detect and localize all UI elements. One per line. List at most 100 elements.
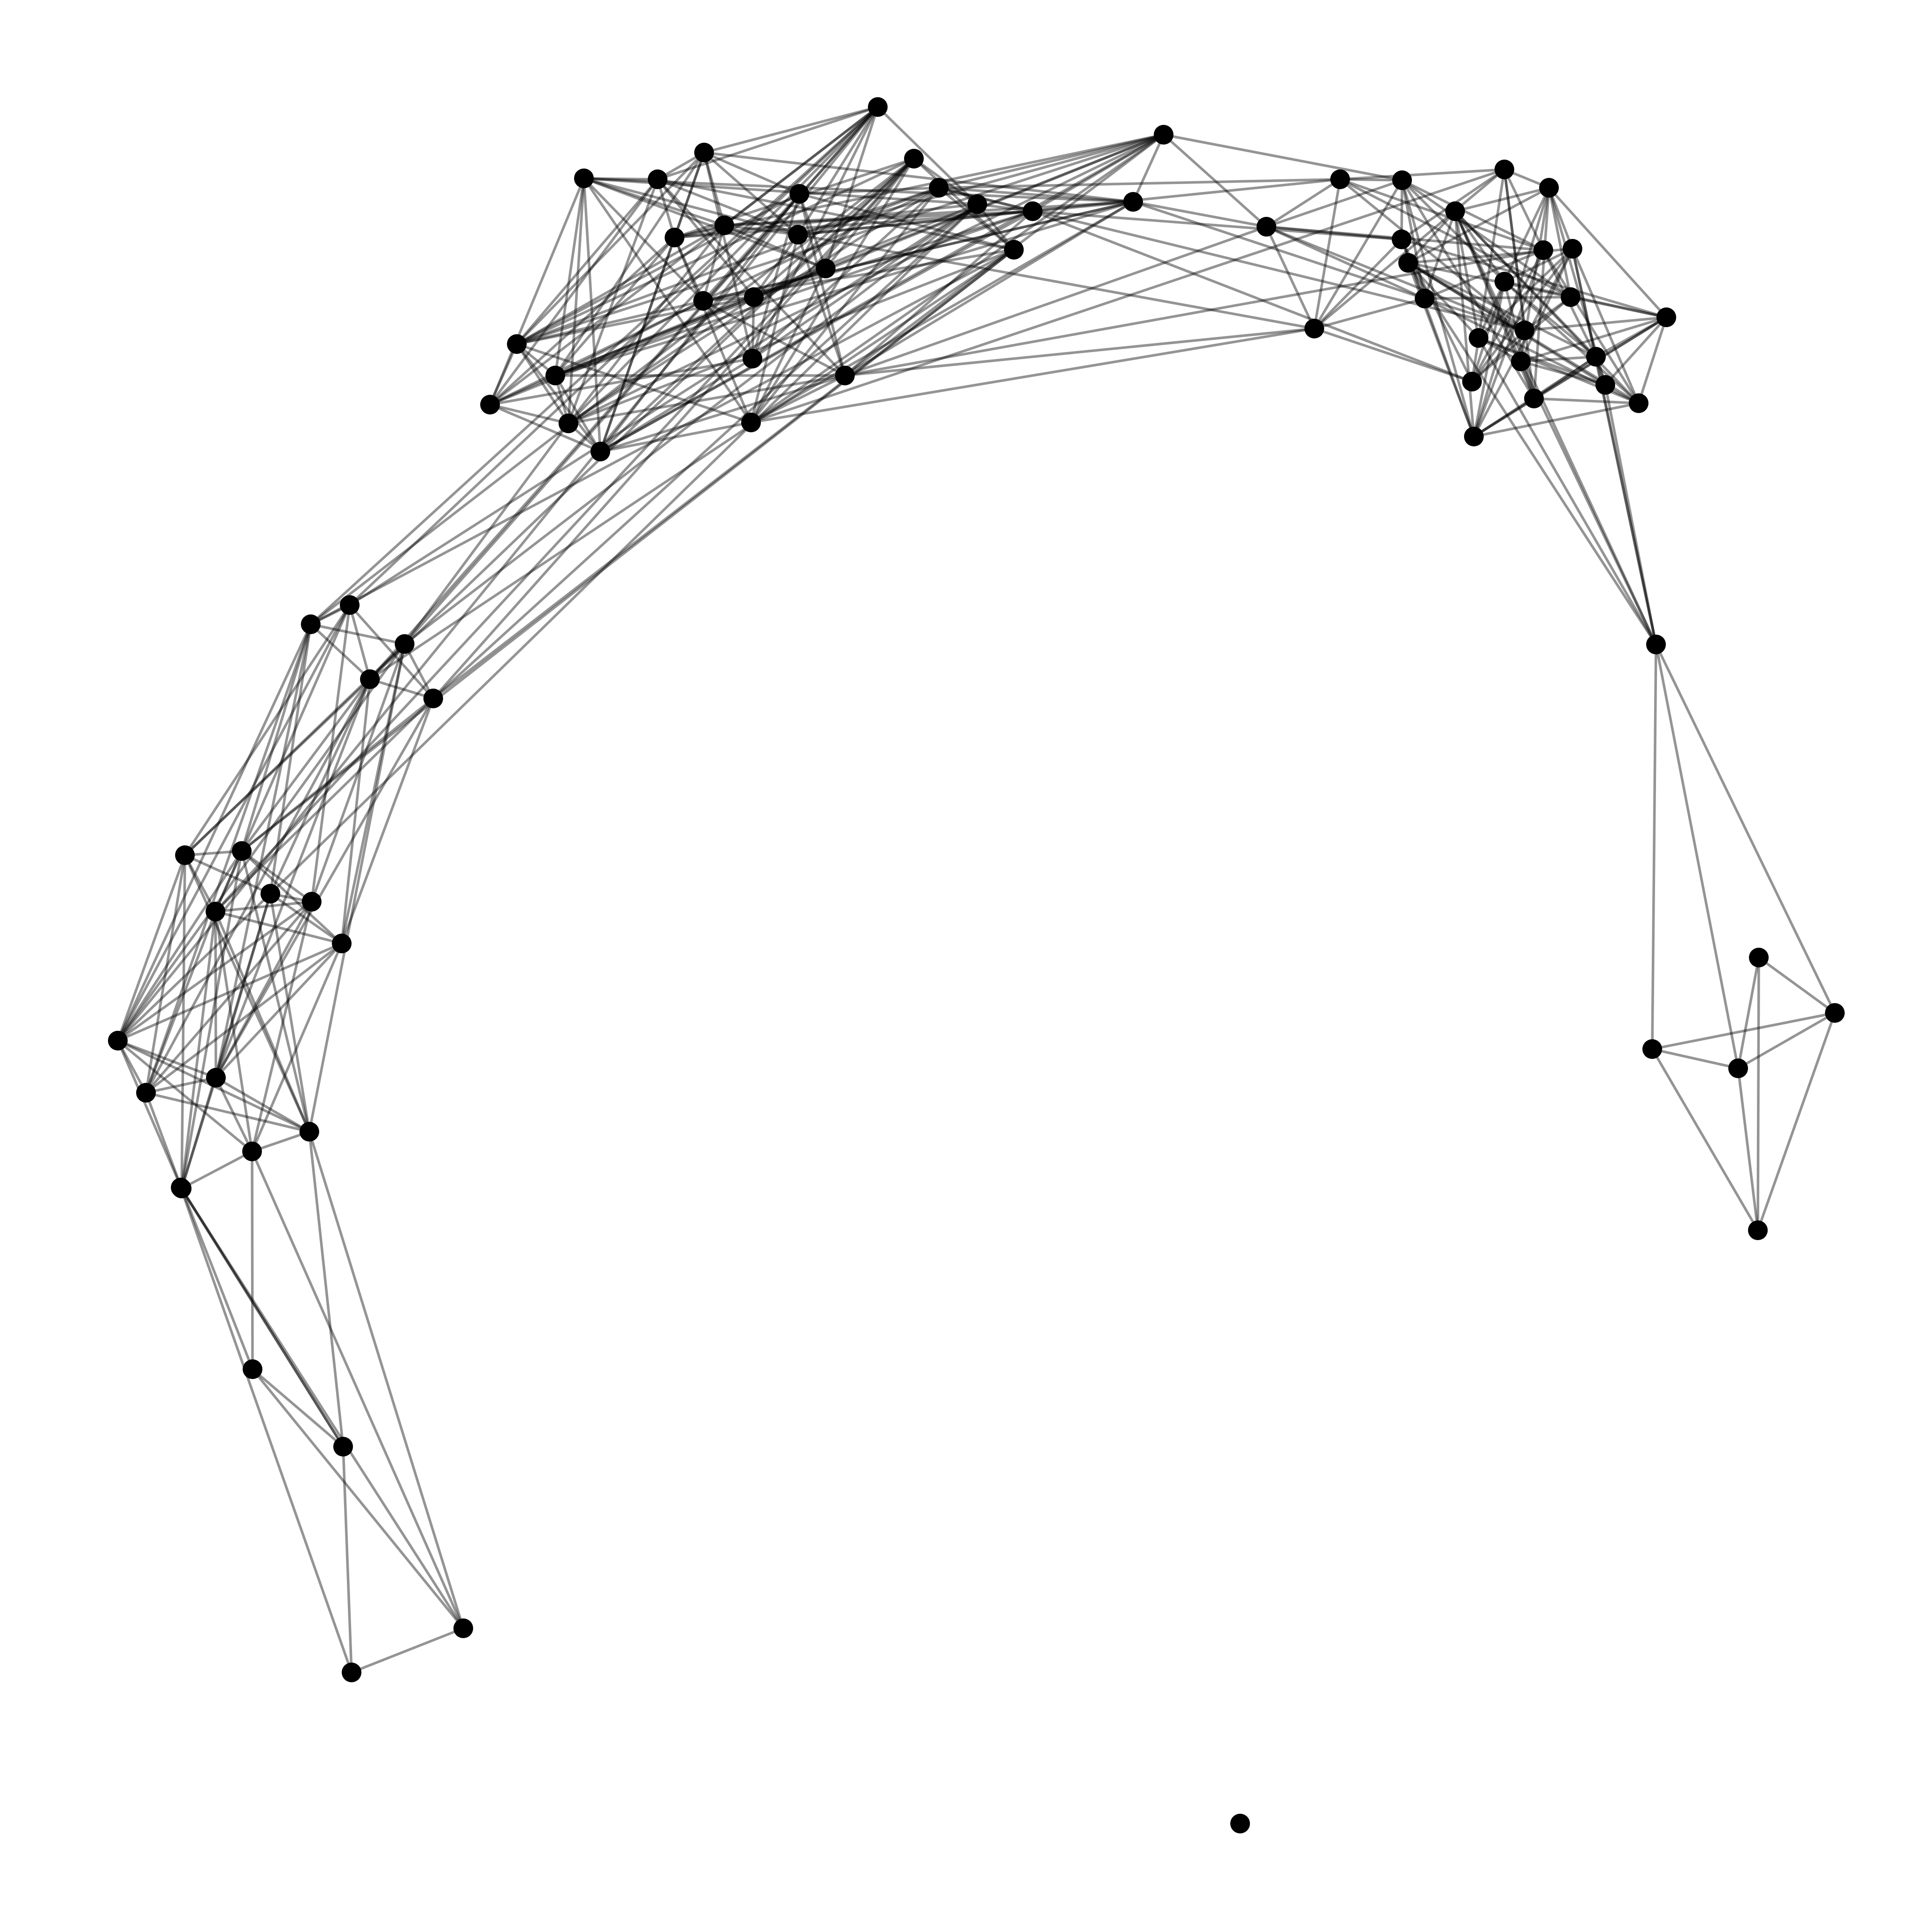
edge-n20-n11 bbox=[215, 678, 371, 1079]
node-n39 bbox=[904, 149, 924, 169]
edge-n47-n51 bbox=[937, 178, 1342, 189]
edge-n54-n57 bbox=[1503, 168, 1526, 332]
edge-n29-n41 bbox=[656, 178, 1015, 251]
edge-n23-n24 bbox=[489, 343, 518, 406]
edge-n54-n55 bbox=[1503, 168, 1545, 252]
edge-n19-n06 bbox=[116, 604, 351, 1042]
edge-n66-n56 bbox=[1423, 210, 1457, 300]
node-n31 bbox=[665, 228, 684, 247]
edge-n68-n69 bbox=[1571, 247, 1597, 358]
edge-n29-n38 bbox=[656, 106, 879, 181]
edge-n07-n08 bbox=[145, 1091, 183, 1190]
edge-n09-n15 bbox=[251, 900, 313, 1153]
edge-n16-n17 bbox=[240, 850, 343, 945]
edge-n42-n25 bbox=[554, 133, 1165, 377]
edge-n45-n31 bbox=[673, 236, 752, 424]
edge-n25-n28 bbox=[554, 177, 585, 377]
edge-n53-n59 bbox=[1401, 179, 1572, 299]
edge-n19-n15 bbox=[310, 604, 351, 903]
edge-n22-n17 bbox=[340, 697, 435, 945]
edge-n67-n71 bbox=[1407, 261, 1480, 339]
node-n09 bbox=[242, 1142, 262, 1161]
edge-n11-n15 bbox=[215, 900, 313, 1079]
edge-n60-n65 bbox=[1472, 186, 1550, 438]
node-n47 bbox=[929, 178, 949, 198]
edge-n60-n55 bbox=[1472, 249, 1545, 438]
edge-n42-n31 bbox=[673, 133, 1165, 239]
edge-n35-n38 bbox=[751, 106, 879, 360]
node-n08 bbox=[172, 1179, 192, 1198]
edge-n64-n68 bbox=[1503, 280, 1597, 358]
edge-n53-n56 bbox=[1401, 179, 1426, 300]
node-n28 bbox=[574, 169, 594, 188]
node-n40 bbox=[967, 194, 987, 214]
edge-n06-n07 bbox=[116, 1039, 147, 1094]
edge-n11-n13 bbox=[214, 910, 217, 1079]
node-n64 bbox=[1495, 272, 1514, 291]
edge-n62-n55 bbox=[1542, 249, 1640, 405]
edge-n60-n63 bbox=[1472, 316, 1668, 438]
edge-n43-n49 bbox=[1132, 200, 1268, 228]
edge-n08-n11 bbox=[180, 1076, 217, 1190]
node-n46 bbox=[788, 225, 808, 245]
edge-n62-n69 bbox=[1571, 247, 1640, 405]
edge-n07-n11 bbox=[145, 1076, 217, 1094]
edge-n46-n48 bbox=[797, 210, 1034, 236]
edge-n47-n33 bbox=[702, 186, 940, 302]
edge-n18-n16 bbox=[240, 623, 312, 852]
edge-n40-n19 bbox=[348, 203, 979, 606]
edge-n29-n34 bbox=[656, 178, 755, 299]
node-n03 bbox=[453, 1618, 473, 1638]
edge-n43-n33 bbox=[702, 200, 1135, 302]
edge-n08-n13 bbox=[180, 910, 217, 1190]
node-n45 bbox=[741, 413, 761, 432]
edge-n73-n69 bbox=[1571, 247, 1657, 646]
edge-n26-n38 bbox=[567, 106, 879, 425]
edge-n27-n28 bbox=[583, 177, 602, 453]
edge-n63-n68 bbox=[1595, 316, 1668, 358]
node-n13 bbox=[206, 902, 225, 921]
edge-n51-n59 bbox=[1339, 178, 1572, 299]
edge-n75-n78 bbox=[1756, 956, 1760, 1232]
edge-n63-n57 bbox=[1523, 316, 1668, 332]
edge-n25-n33 bbox=[554, 299, 705, 377]
edge-n50-n51 bbox=[1313, 178, 1342, 330]
node-n70 bbox=[1511, 352, 1531, 371]
node-n29 bbox=[648, 169, 667, 189]
node-n63 bbox=[1656, 307, 1676, 327]
edge-n44-n26 bbox=[567, 374, 846, 425]
node-n77 bbox=[1825, 1003, 1845, 1023]
edge-n40-n21 bbox=[403, 203, 979, 645]
edge-n21-n22 bbox=[403, 643, 435, 700]
node-n26 bbox=[559, 414, 578, 433]
edge-n02-n04 bbox=[342, 1445, 353, 1674]
edge-n43-n56 bbox=[1132, 200, 1426, 300]
edge-n65-n59 bbox=[1548, 186, 1572, 299]
edge-n01-n03 bbox=[251, 1368, 465, 1630]
edge-n14-n17 bbox=[269, 892, 343, 945]
edge-n73-n77 bbox=[1655, 643, 1836, 1014]
edge-n64-n58 bbox=[1471, 280, 1506, 383]
node-n35 bbox=[743, 349, 762, 368]
edge-n18-n07 bbox=[145, 623, 312, 1094]
edge-n48-n32 bbox=[723, 210, 1034, 227]
edge-n50-n54 bbox=[1313, 168, 1506, 330]
edge-n06-n17 bbox=[116, 942, 343, 1042]
edge-n10-n11 bbox=[215, 1076, 311, 1133]
edge-n10-n02 bbox=[308, 1130, 345, 1448]
edge-n62-n64 bbox=[1503, 280, 1640, 405]
edge-n48-n34 bbox=[752, 210, 1034, 299]
node-n10 bbox=[299, 1122, 319, 1142]
edge-n18-n21 bbox=[309, 623, 406, 645]
edge-n57-n58 bbox=[1471, 329, 1526, 383]
edge-n28-n37 bbox=[583, 177, 827, 270]
edge-n73-n72 bbox=[1604, 383, 1657, 646]
edge-n08-n01 bbox=[180, 1187, 254, 1371]
edge-n46-n47 bbox=[797, 186, 940, 236]
edge-n66-n70 bbox=[1454, 210, 1522, 363]
edge-n42-n48 bbox=[1031, 133, 1165, 213]
edge-n34-n37 bbox=[752, 267, 827, 299]
edge-n24-n39 bbox=[515, 157, 915, 345]
edge-n45-n37 bbox=[750, 267, 827, 424]
edge-n46-n28 bbox=[583, 177, 799, 236]
